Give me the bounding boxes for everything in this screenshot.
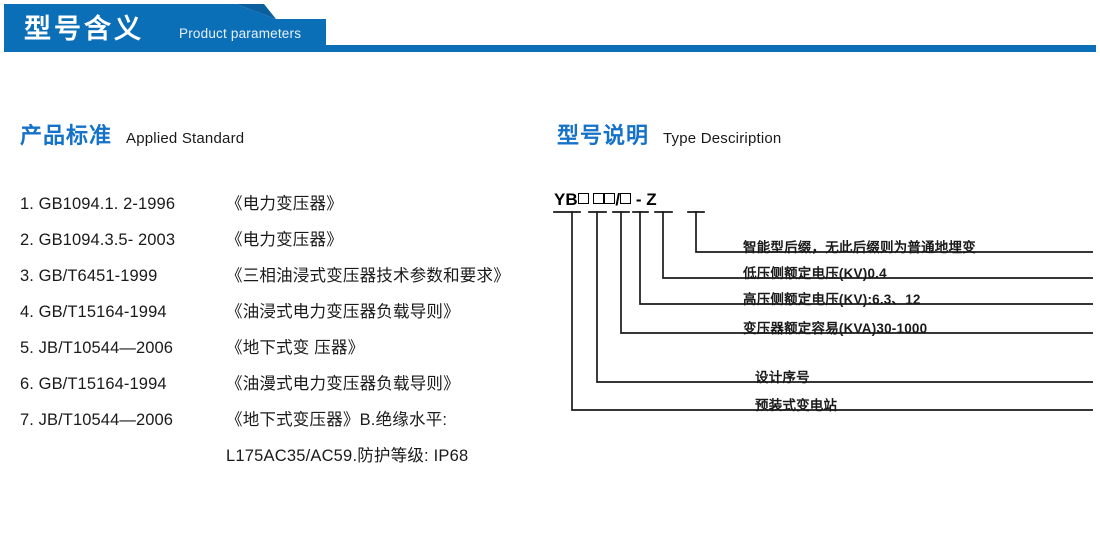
list-item: 2. GB1094.3.5- 2003 《电力变压器》 <box>20 226 540 262</box>
leader-label-suffix: 智能型后缀，无此后缀则为普通地埋变 <box>743 240 976 255</box>
code-placeholder-box-1 <box>577 193 589 204</box>
leader-label-hv-voltage: 高压侧额定电压(KV):6.3、12 <box>743 292 921 307</box>
standard-code: 2. GB1094.3.5- 2003 <box>20 231 176 249</box>
list-item: 1. GB1094.1. 2-1996 《电力变压器》 <box>20 190 540 226</box>
model-code-string: YB / - Z <box>554 190 657 210</box>
banner-subtitle: Product parameters <box>179 26 302 41</box>
code-placeholder-box-4 <box>620 193 632 204</box>
standard-code: 7. JB/T10544—2006 <box>20 411 174 429</box>
list-item: 5. JB/T10544—2006 《地下式变 压器》 <box>20 334 540 370</box>
section-heading-cn: 型号说明 <box>557 123 650 148</box>
type-designation-diagram: YB / - Z <box>548 190 1093 440</box>
page-header-banner: 型号含义 Product parameters <box>4 4 1096 56</box>
standard-name: 《地下式变 压器》 <box>226 339 365 357</box>
section-heading-en: Type Desciription <box>663 130 782 147</box>
list-item: 7. JB/T10544—2006 《地下式变压器》B.绝缘水平: <box>20 406 540 442</box>
standard-name: 《三相油浸式变压器技术参数和要求》 <box>226 267 510 285</box>
list-item-continuation: L175AC35/AC59.防护等级: IP68 <box>20 442 540 478</box>
leader-label-substation: 预装式变电站 <box>755 398 838 413</box>
list-item: 4. GB/T15164-1994 《油浸式电力变压器负载导则》 <box>20 298 540 334</box>
standard-code: 4. GB/T15164-1994 <box>20 303 167 321</box>
code-placeholder-box-2 <box>593 193 605 204</box>
banner-shape <box>4 4 1096 52</box>
code-placeholder-box-3 <box>604 193 616 204</box>
leader-lines <box>553 211 1093 411</box>
banner-title: 型号含义 <box>24 14 144 44</box>
standard-name: 《电力变压器》 <box>226 231 343 249</box>
code-prefix: YB <box>554 190 578 209</box>
standard-name: 《油浸式电力变压器负载导则》 <box>226 303 460 321</box>
section-heading-applied-standard: 产品标准 Applied Standard <box>20 118 244 150</box>
leader-label-capacity: 变压器额定容易(KVA)30-1000 <box>743 321 928 336</box>
section-heading-en: Applied Standard <box>126 130 245 147</box>
code-separator: / <box>615 190 621 209</box>
leader-label-lv-voltage: 低压侧额定电压(KV)0.4 <box>743 266 887 281</box>
section-heading-type-description: 型号说明 Type Desciription <box>557 118 781 150</box>
code-dash: - <box>635 190 642 209</box>
leader-label-design-serial: 设计序号 <box>755 370 810 385</box>
list-item: 3. GB/T6451-1999 《三相油浸式变压器技术参数和要求》 <box>20 262 540 298</box>
list-item: 6. GB/T15164-1994 《油漫式电力变压器负载导则》 <box>20 370 540 406</box>
standard-code: 6. GB/T15164-1994 <box>20 375 167 393</box>
standard-name: 《油漫式电力变压器负载导则》 <box>226 375 460 393</box>
applied-standard-list: 1. GB1094.1. 2-1996 《电力变压器》 2. GB1094.3.… <box>20 190 540 478</box>
standard-code: 3. GB/T6451-1999 <box>20 267 158 285</box>
code-suffix: Z <box>646 190 657 209</box>
section-heading-cn: 产品标准 <box>20 123 113 148</box>
standard-name: L175AC35/AC59.防护等级: IP68 <box>226 447 469 465</box>
standard-name: 《电力变压器》 <box>226 195 343 213</box>
standard-name: 《地下式变压器》B.绝缘水平: <box>226 411 448 429</box>
standard-code: 5. JB/T10544—2006 <box>20 339 174 357</box>
standard-code: 1. GB1094.1. 2-1996 <box>20 195 176 213</box>
